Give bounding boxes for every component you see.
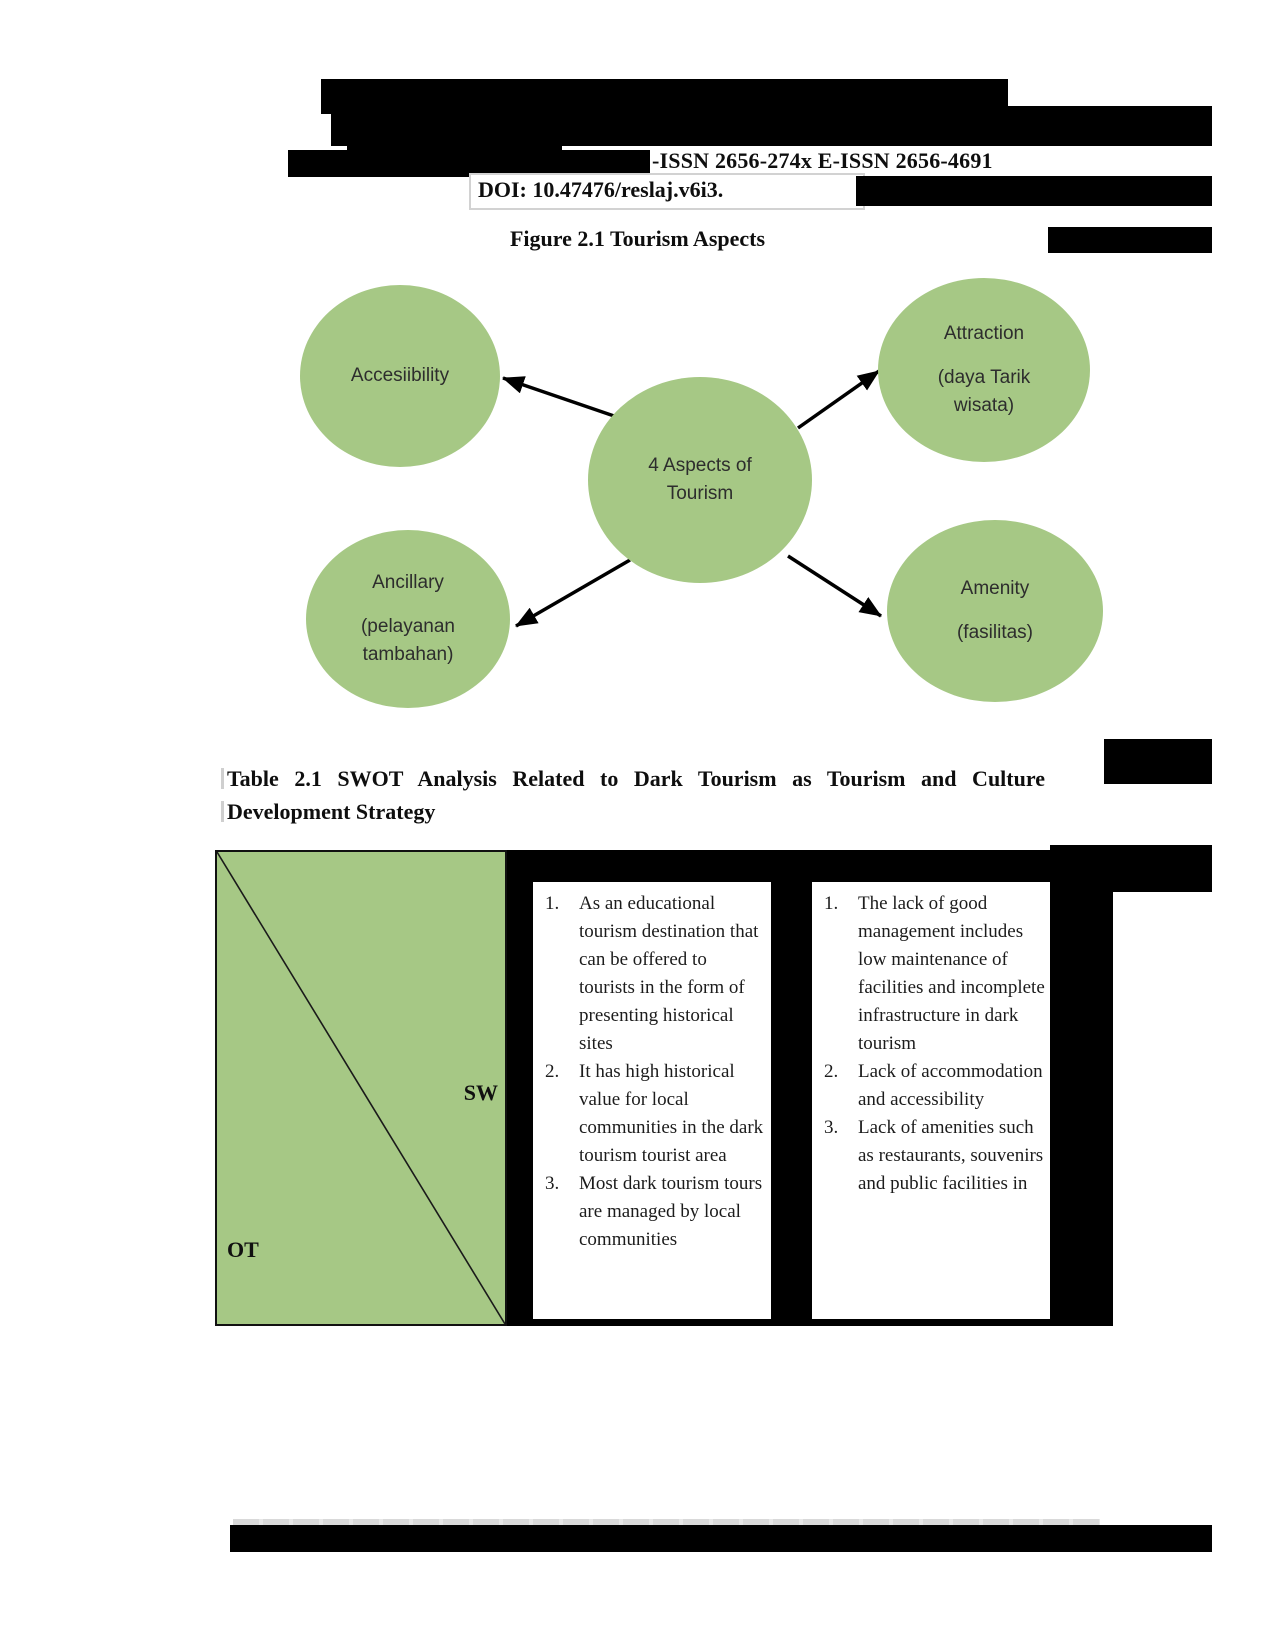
node-ancillary-sublabel: (pelayanan tambahan) [360,616,456,665]
swot-weaknesses-cell: The lack of good management includes low… [812,882,1050,1319]
weaknesses-item: Lack of amenities such as restaurants, s… [824,1114,1044,1194]
revision-tick [221,768,224,789]
diagonal-line [217,852,505,1324]
arrow-to-accessibility [502,376,618,419]
node-attraction-label: Attraction [943,323,1025,344]
table-title-line1: Table 2.1 SWOT Analysis Related to Dark … [227,766,1045,791]
swot-empty-right-cell [1113,892,1212,1326]
weaknesses-list: The lack of good management includes low… [812,882,1050,1198]
swot-diagonal-cell: SW OT [215,850,507,1326]
arrow-to-ancillary [515,558,631,628]
table-title-line2: Development Strategy [227,799,436,824]
node-attraction-sublabel: (daya Tarik wisata) [937,367,1031,416]
weaknesses-item: The lack of good management includes low… [824,890,1045,1054]
node-amenity-label: Amenity [960,578,1030,599]
ot-label: OT [227,1237,259,1262]
weaknesses-item: Lack of accommodation and accessibility [824,1058,1043,1110]
node-ancillary-label: Ancillary [372,572,444,593]
node-amenity-sublabel: (fasilitas) [956,622,1033,643]
node-center-label-line2: Tourism [666,483,734,504]
redaction-bar-header-tail [347,140,562,152]
redaction-bar-title-right [1104,739,1212,784]
doi-highlight-box [469,173,865,210]
strengths-list: As an educational tourism destination th… [533,882,771,1254]
redaction-bar-doi [856,176,1212,206]
redaction-bar-footer [230,1525,1212,1552]
strengths-item: It has high historical value for local c… [545,1058,764,1166]
redaction-bar-header-mid [331,106,1212,146]
swot-strengths-cell: As an educational tourism destination th… [533,882,771,1319]
redaction-bar-caption-right [1048,227,1212,253]
doi-text: DOI: 10.47476/reslaj.v6i3. [478,177,724,202]
arrow-to-amenity [787,554,882,618]
swot-table-redacted-area: As an educational tourism destination th… [507,850,1113,1326]
revision-tick [221,801,224,822]
arrow-to-attraction [796,369,881,430]
node-accessibility: Accesiibility [300,285,500,467]
node-ancillary: Ancillary (pelayanan tambahan) [306,530,510,708]
strengths-item: Most dark tourism tours are managed by l… [545,1170,763,1250]
footer-divider [233,1519,1100,1526]
redaction-bar-table-top-right [1050,845,1212,892]
node-accessibility-label: Accesiibility [350,365,450,386]
redaction-bar-issn [288,150,650,177]
node-center-label-line1: 4 Aspects of [648,455,752,476]
figure-caption: Figure 2.1 Tourism Aspects [509,226,766,251]
issn-text: -ISSN 2656-274x E-ISSN 2656-4691 [652,148,993,173]
strengths-item: As an educational tourism destination th… [545,890,759,1054]
node-attraction: Attraction (daya Tarik wisata) [878,278,1090,462]
node-center: 4 Aspects of Tourism [588,377,812,583]
node-amenity: Amenity (fasilitas) [887,520,1103,702]
sw-label: SW [463,1080,498,1105]
